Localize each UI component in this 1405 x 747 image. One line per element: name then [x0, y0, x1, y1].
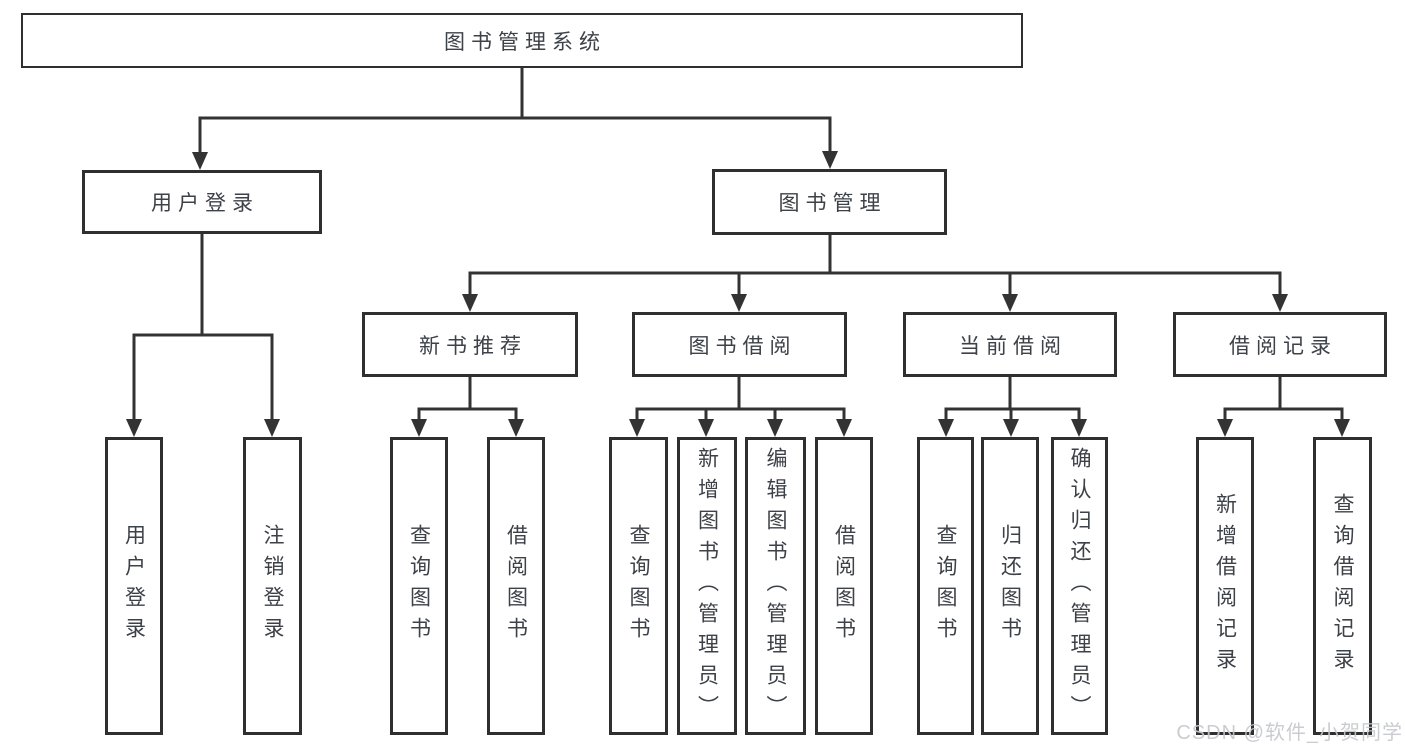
- leaf-add-borrow-record: 新增借阅记录: [1196, 437, 1254, 735]
- leaf-label: 注销登录: [261, 524, 284, 648]
- leaf-edit-books-admin: 编辑图书（管理员）: [745, 437, 806, 735]
- leaf-label: 查询借阅记录: [1331, 493, 1354, 679]
- node-book-borrowing: 图书借阅: [632, 312, 847, 377]
- leaf-label: 借阅图书: [504, 524, 528, 648]
- leaf-query-books-current: 查询图书: [917, 437, 974, 735]
- node-label: 图书管理系统: [444, 30, 606, 54]
- node-borrowing-records: 借阅记录: [1173, 312, 1387, 377]
- node-current-borrowing: 当前借阅: [903, 312, 1117, 377]
- node-user-login: 用户登录: [82, 170, 322, 234]
- csdn-watermark: CSDN @软件_小贺同学: [1176, 722, 1403, 744]
- leaf-label: 用户登录: [122, 524, 146, 648]
- node-label: 图书借阅: [688, 334, 797, 358]
- leaf-label: 借阅图书: [832, 524, 856, 648]
- leaf-borrow-books-recommend: 借阅图书: [487, 437, 545, 735]
- node-label: 当前借阅: [959, 334, 1067, 358]
- leaf-return-books: 归还图书: [981, 437, 1039, 735]
- leaf-query-books-borrowing: 查询图书: [609, 437, 668, 735]
- arrowheads: [126, 151, 1350, 437]
- leaf-logout: 注销登录: [243, 437, 302, 735]
- node-label: 新书推荐: [419, 334, 527, 358]
- leaf-label: 归还图书: [998, 524, 1022, 648]
- node-book-management: 图书管理: [712, 169, 947, 235]
- leaf-borrow-books-borrowing: 借阅图书: [815, 437, 873, 735]
- leaf-add-books-admin: 新增图书（管理员）: [677, 437, 737, 735]
- node-label: 借阅记录: [1229, 334, 1337, 358]
- leaf-query-books-recommend: 查询图书: [390, 437, 448, 735]
- node-label: 用户登录: [151, 192, 259, 215]
- leaf-label: 查询图书: [627, 524, 650, 648]
- leaf-label: 确认归还（管理员）: [1068, 446, 1091, 726]
- node-root-system: 图书管理系统: [21, 13, 1023, 68]
- leaf-label: 新增图书（管理员）: [695, 446, 719, 726]
- leaf-label: 新增借阅记录: [1213, 493, 1237, 679]
- leaf-label: 查询图书: [407, 524, 431, 648]
- leaf-label: 查询图书: [934, 524, 957, 648]
- node-new-book-recommend: 新书推荐: [362, 312, 578, 377]
- node-label: 图书管理: [778, 192, 887, 215]
- leaf-confirm-return-admin: 确认归还（管理员）: [1051, 437, 1108, 735]
- leaf-label: 编辑图书（管理员）: [764, 446, 787, 726]
- leaf-user-login: 用户登录: [105, 437, 163, 735]
- leaf-query-borrow-record: 查询借阅记录: [1313, 437, 1372, 735]
